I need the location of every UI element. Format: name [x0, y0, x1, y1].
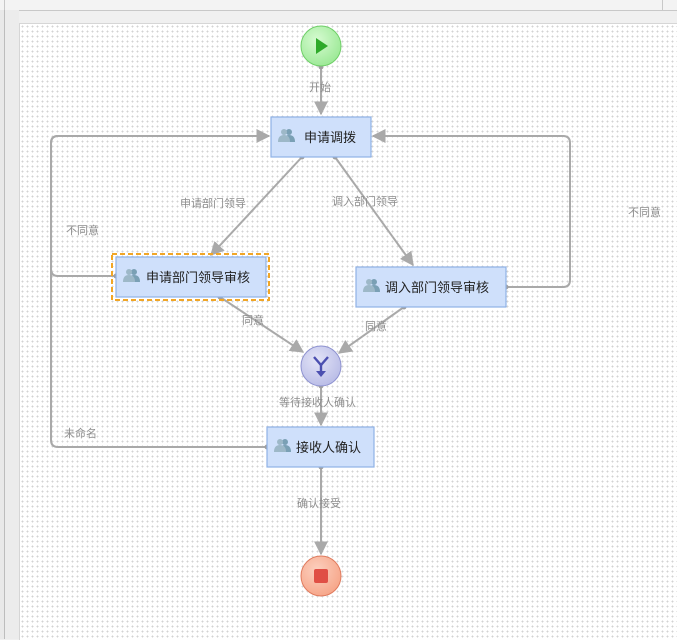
- stop-icon: [314, 569, 328, 583]
- edge-label-agree-left: 同意: [242, 313, 264, 327]
- task-apply-dept-review[interactable]: 申请部门领导审核: [115, 256, 267, 298]
- workflow-diagram: 开始 申请部门领导 调入部门领导 不同意 不同意 同意 同意 等待接收人确认 未…: [50, 25, 661, 597]
- edge-label-start: 开始: [309, 80, 331, 94]
- edge-label-unnamed: 未命名: [64, 426, 97, 440]
- edge-label-reject-right: 不同意: [628, 205, 661, 219]
- canvas-gutter: [5, 10, 19, 639]
- play-icon: [316, 38, 328, 54]
- task-label: 申请调拨: [304, 130, 356, 145]
- end-node[interactable]: [300, 555, 342, 597]
- edge-label-reject-left: 不同意: [66, 223, 99, 237]
- users-icon: [123, 269, 140, 282]
- edge-apply-to-transfer-dept[interactable]: [332, 154, 414, 267]
- task-receiver-confirm[interactable]: 接收人确认: [266, 426, 375, 468]
- merge-node[interactable]: [300, 345, 342, 387]
- merge-icon: [313, 356, 329, 377]
- users-icon: [363, 279, 380, 292]
- users-icon: [278, 129, 295, 142]
- top-toolbar-strip: [0, 0, 677, 11]
- task-transfer-dept-review[interactable]: 调入部门领导审核: [355, 266, 507, 308]
- left-ruler: [0, 10, 5, 639]
- task-label: 申请部门领导审核: [146, 270, 250, 285]
- users-icon: [274, 439, 291, 452]
- start-node[interactable]: [300, 25, 342, 67]
- selection-outline: [111, 253, 270, 301]
- diagram-canvas[interactable]: 开始 申请部门领导 调入部门领导 不同意 不同意 同意 同意 等待接收人确认 未…: [19, 23, 677, 640]
- edge-label-transfer-dept-leader: 调入部门领导: [332, 194, 398, 208]
- task-label: 调入部门领导审核: [385, 280, 489, 295]
- task-label: 接收人确认: [296, 440, 361, 455]
- edge-label-agree-right: 同意: [365, 319, 387, 333]
- edge-label-wait-confirm: 等待接收人确认: [279, 395, 356, 409]
- edge-label-apply-dept-leader: 申请部门领导: [180, 196, 246, 210]
- task-apply-transfer[interactable]: 申请调拨: [270, 116, 372, 158]
- edge-label-confirm-receive: 确认接受: [297, 497, 341, 510]
- toolbar-cell: [5, 0, 663, 10]
- toolbar-cell: [0, 0, 5, 10]
